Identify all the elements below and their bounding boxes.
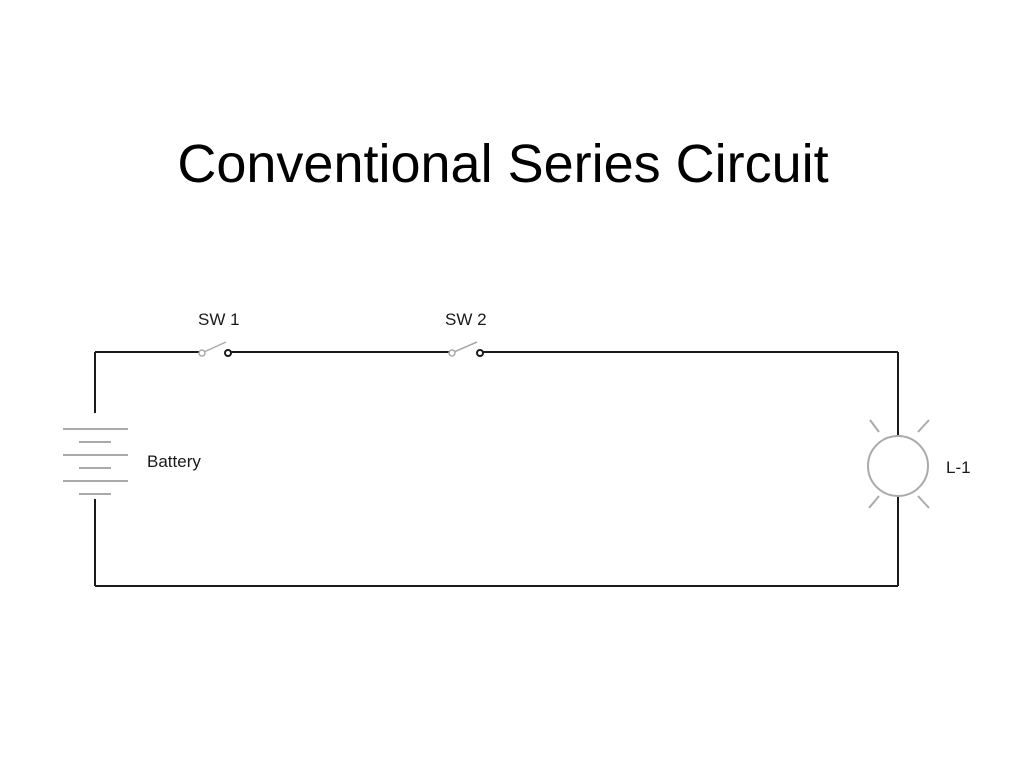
lamp-ray-top-left <box>869 419 880 433</box>
switch-1 <box>198 341 232 357</box>
battery-label: Battery <box>147 452 201 471</box>
lamp-bulb <box>867 435 929 497</box>
battery-symbol <box>63 428 128 495</box>
switch-2-contact-left <box>448 349 456 357</box>
lamp-ray-bottom-left <box>868 495 880 509</box>
switch-1-contact-left <box>198 349 206 357</box>
switch-1-blade <box>203 341 227 353</box>
switch-1-label: SW 1 <box>198 310 240 329</box>
switch-2-blade <box>453 341 478 353</box>
switch-2-label: SW 2 <box>445 310 487 329</box>
lamp-ray-top-right <box>917 419 930 433</box>
switch-2 <box>448 341 484 357</box>
lamp-label: L-1 <box>946 458 971 477</box>
circuit-wires <box>94 351 899 587</box>
lamp-ray-bottom-right <box>917 495 930 509</box>
lamp-symbol <box>867 419 930 509</box>
slide-title: Conventional Series Circuit <box>177 134 829 194</box>
switch-2-contact-right <box>476 349 484 357</box>
switch-1-contact-right <box>224 349 232 357</box>
